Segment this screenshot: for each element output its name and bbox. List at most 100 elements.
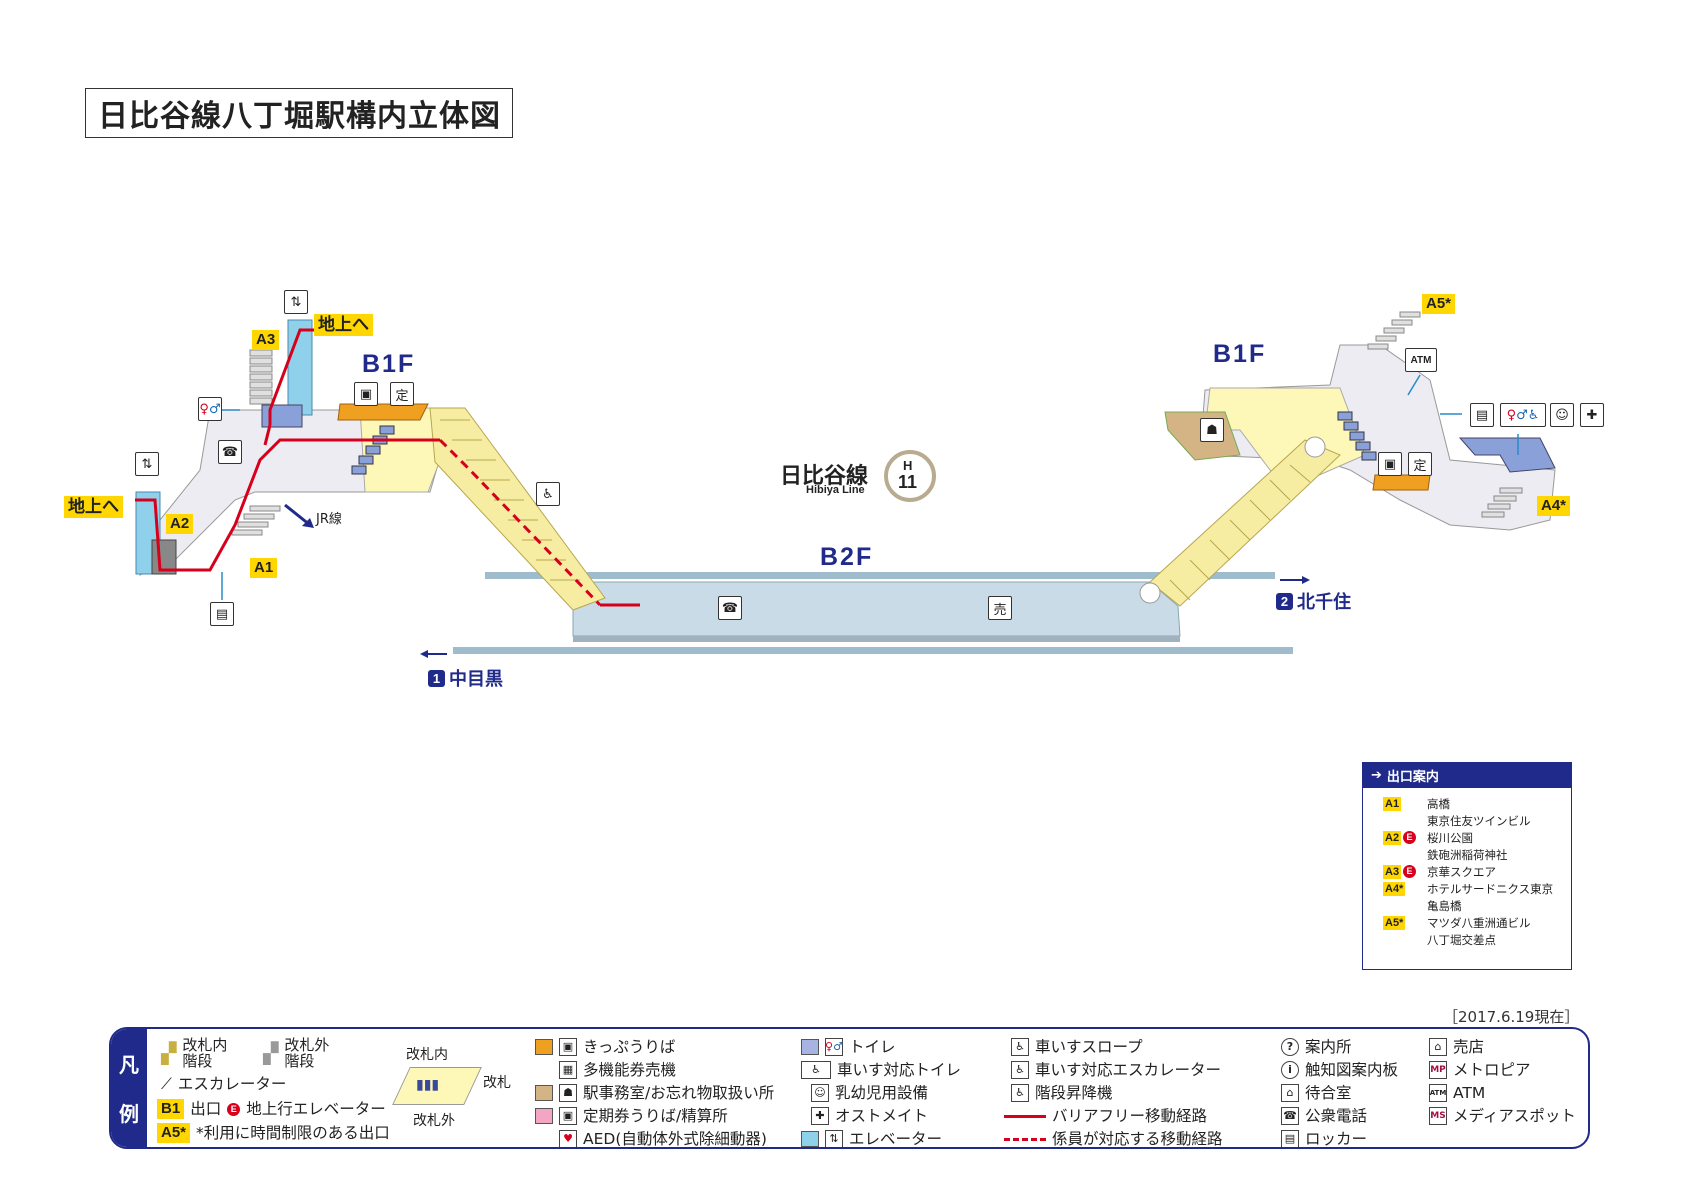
legend-label: ロッカー: [1305, 1130, 1368, 1148]
exit-guide-tag-cell: A1: [1383, 796, 1427, 813]
legend-commuter: ▣ 定期券うりば/精算所: [535, 1106, 728, 1126]
legend-label: 定期券うりば/精算所: [583, 1107, 728, 1125]
commuter-pass-icon: 定: [390, 382, 414, 406]
legend-label: 乳幼児用設備: [835, 1084, 929, 1102]
legend-staff-route: 係員が対応する移動経路: [1004, 1129, 1223, 1147]
exit-guide-row: A5*マツダ八重洲通ビル: [1363, 915, 1571, 932]
exit-tag: A3: [1383, 865, 1402, 879]
direction-name: 北千住: [1297, 592, 1351, 613]
legend-label: 車いすスロープ: [1035, 1038, 1143, 1056]
legend-label: 改札外 階段: [284, 1036, 330, 1070]
elevator-area-icon: [801, 1131, 819, 1147]
multi-ticket-icon: ▦: [559, 1061, 577, 1079]
legend-label: 車いす対応トイレ: [837, 1061, 962, 1079]
legend-label: 売店: [1453, 1038, 1485, 1056]
kiosk-icon: ⌂: [1429, 1038, 1447, 1056]
exit-guide-tag-cell: A5*: [1383, 915, 1427, 932]
exit-destination: 高橋: [1427, 797, 1450, 811]
direction-south: 1 中目黒: [428, 665, 503, 691]
legend-label: 出口: [190, 1100, 222, 1118]
legend-limited-exit: A5* *利用に時間制限のある出口: [157, 1123, 390, 1143]
floor-label-b1f-right: B1F: [1213, 340, 1267, 368]
wheelchair-slope-icon: ♿: [536, 482, 560, 506]
legend-label: AED(自動体外式除細動器): [583, 1130, 767, 1148]
solid-line-icon: [1004, 1114, 1046, 1118]
exit-destination: 東京住友ツインビル: [1427, 814, 1531, 828]
legend-label: 待合室: [1305, 1084, 1352, 1102]
legend-label: きっぷうりば: [583, 1038, 676, 1056]
exit-guide-tag-cell: [1383, 932, 1427, 949]
info-desk-icon: ?: [1281, 1038, 1299, 1056]
wheelchair-escalator-icon: ♿: [1011, 1061, 1029, 1079]
legend-escalator: ⟋ エスカレーター: [161, 1074, 286, 1094]
legend-label: 公衆電話: [1305, 1107, 1368, 1125]
exit-tag: A1: [1383, 797, 1402, 811]
exit-destination: 桜川公園: [1427, 831, 1473, 845]
commuter-pass-icon: ▣: [559, 1107, 577, 1125]
media-spot-icon: MS: [1429, 1107, 1447, 1125]
kiosk-icon: 売: [988, 596, 1012, 620]
legend-label: エスカレーター: [177, 1075, 287, 1093]
elevator-badge-icon: E: [227, 1102, 241, 1116]
escalator-icon: ⟋: [161, 1075, 172, 1093]
elevator-badge-icon: E: [1403, 865, 1417, 878]
toilet-icon: ♀♂: [198, 397, 222, 421]
station-code-number: 11: [898, 472, 918, 492]
commuter-area-icon: [535, 1108, 553, 1124]
toilet-area-icon: [801, 1039, 819, 1055]
legend-label: メトロピア: [1453, 1061, 1531, 1079]
legend-label: *利用に時間制限のある出口: [196, 1124, 390, 1142]
exit-guide-title: 出口案内: [1386, 770, 1439, 785]
legend-locker: ▤ ロッカー: [1281, 1129, 1368, 1148]
legend-label: 案内所: [1305, 1038, 1352, 1056]
atm-icon: ATM: [1405, 348, 1437, 372]
exit-tag: A2: [1383, 831, 1402, 845]
exit-tag: A4*: [1383, 882, 1406, 896]
platform-b2f: [572, 581, 1181, 637]
station-office-icon: ☗: [1200, 418, 1224, 442]
legend-label: 階段昇降機: [1035, 1084, 1113, 1102]
legend-side-char: 凡: [119, 1053, 139, 1077]
legend-waiting: ⌂ 待合室: [1281, 1083, 1352, 1103]
direction-name: 中目黒: [449, 669, 503, 690]
direction-number: 1: [428, 669, 445, 687]
exit-tag-a5: A5*: [1422, 294, 1456, 314]
ticket-machine-icon: ▣: [354, 382, 378, 406]
phone-icon: ☎: [718, 596, 742, 620]
legend-gate-out: 改札外: [413, 1113, 455, 1129]
exit-tag-a4: A4*: [1537, 496, 1571, 516]
toilet-icon: ♀♂♿: [1500, 403, 1546, 427]
direction-north: 2 北千住: [1276, 588, 1351, 614]
legend-info: ? 案内所: [1281, 1037, 1352, 1057]
ostomate-icon: ✚: [811, 1107, 829, 1125]
exit-guide-row: 鉄砲洲稲荷神社: [1363, 847, 1571, 864]
legend-media: MS メディアスポット: [1429, 1106, 1576, 1126]
exit-guide-tag-cell: [1383, 898, 1427, 915]
legend-exit: B1 出口 E 地上行エレベーター: [157, 1099, 386, 1119]
legend-side-label: 凡 例: [111, 1029, 147, 1147]
legend-wheel-escalator: ♿ 車いす対応エスカレーター: [1011, 1060, 1221, 1080]
legend-ticket: ▣ きっぷうりば: [535, 1037, 675, 1057]
legend-ostomate: ✚ オストメイト: [811, 1106, 928, 1126]
legend-label: 多機能券売機: [583, 1061, 677, 1079]
toilet-icon: ♀♂: [825, 1038, 843, 1056]
legend-label: ATM: [1453, 1084, 1486, 1102]
legend-side-char: 例: [119, 1102, 139, 1126]
legend-aed: ♥ AED(自動体外式除細動器): [559, 1129, 767, 1148]
legend-label: オストメイト: [835, 1107, 929, 1125]
legend-gate: 改札: [483, 1075, 511, 1091]
exit-destination: 鉄砲洲稲荷神社: [1427, 848, 1508, 862]
legend-label: バリアフリー移動経路: [1052, 1107, 1208, 1125]
ticket-machine-icon: ▣: [1378, 452, 1402, 476]
exit-guide-row: 八丁堀交差点: [1363, 932, 1571, 949]
arrow-right-icon: ➔: [1371, 768, 1382, 783]
exit-guide-row: A1 高橋: [1363, 796, 1571, 813]
legend-label: 改札内 階段: [182, 1036, 228, 1070]
legend-label: 駅事務室/お忘れ物取扱い所: [583, 1084, 775, 1102]
aed-icon: ♥: [559, 1130, 577, 1147]
exit-guide-row: 東京住友ツインビル: [1363, 813, 1571, 830]
baby-facility-icon: ☺: [811, 1084, 829, 1102]
